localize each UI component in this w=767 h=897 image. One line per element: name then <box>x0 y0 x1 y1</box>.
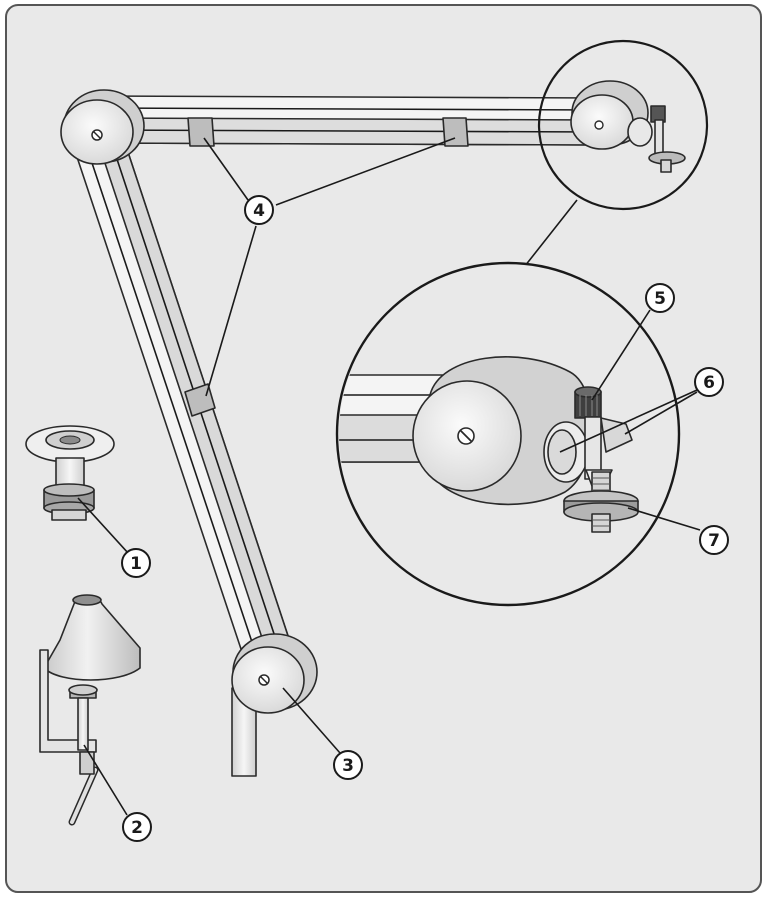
callout-6-label: 6 <box>703 373 715 393</box>
callout-2: 2 <box>123 813 151 841</box>
callout-5: 5 <box>646 284 674 312</box>
callout-4: 4 <box>245 196 273 224</box>
callout-3: 3 <box>334 751 362 779</box>
callout-4-label: 4 <box>253 201 265 221</box>
callout-1-label: 1 <box>130 554 142 574</box>
callout-5-label: 5 <box>654 289 666 309</box>
callout-7-label: 7 <box>708 531 720 551</box>
callout-2-label: 2 <box>131 818 143 838</box>
upper-arm-segment <box>95 96 600 146</box>
callout-1: 1 <box>122 549 150 577</box>
callout-6: 6 <box>695 368 723 396</box>
callout-7: 7 <box>700 526 728 554</box>
upper-cable-clip-left <box>188 118 214 146</box>
callout-3-label: 3 <box>342 756 354 776</box>
